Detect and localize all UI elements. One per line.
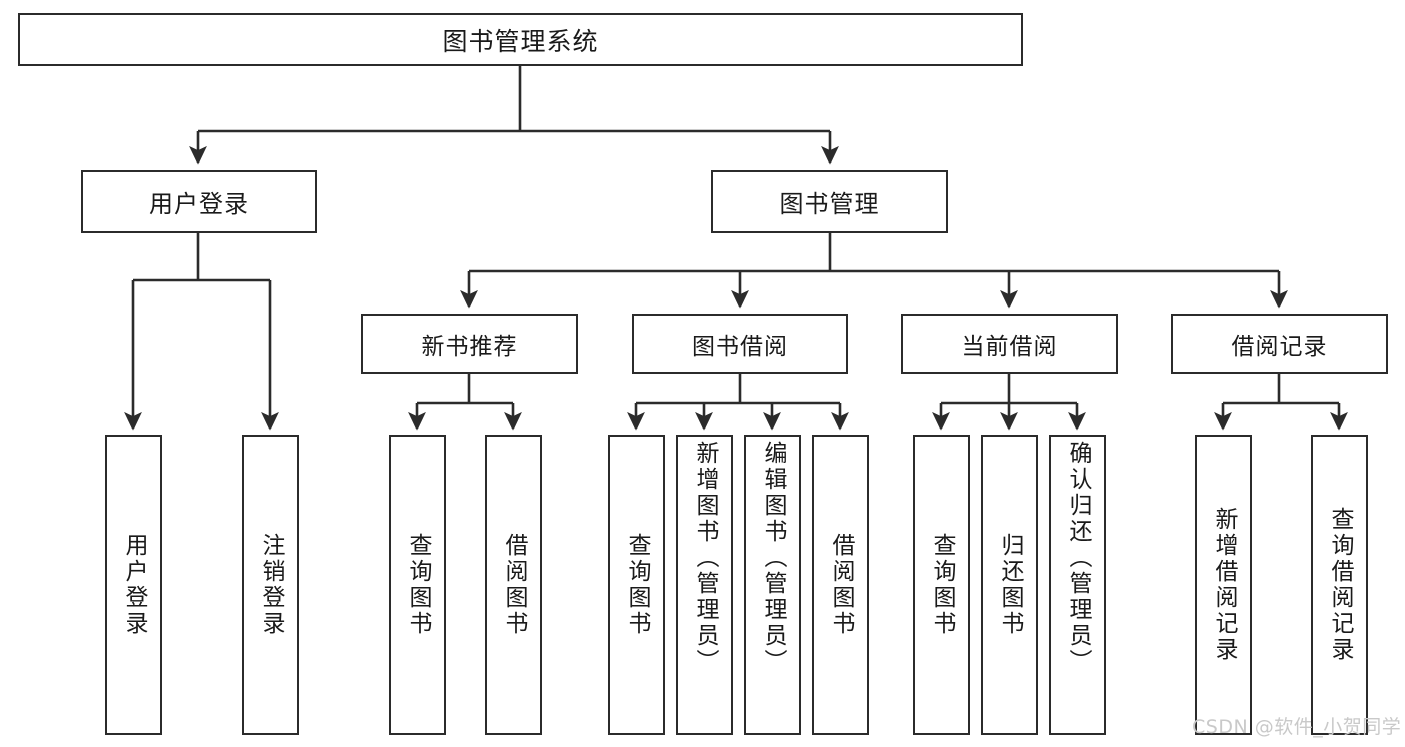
node-leaf-borrow-book[interactable]: 借阅图书 xyxy=(812,435,869,735)
node-label: 查询图书 xyxy=(623,533,650,637)
leaf-text-wrap: 查询借阅记录 xyxy=(1313,437,1366,733)
node-label: 新增图书（管理员） xyxy=(691,441,718,675)
node-label: 用户登录 xyxy=(149,190,249,218)
node-label: 借阅图书 xyxy=(500,533,527,637)
node-root-system[interactable]: 图书管理系统 xyxy=(18,13,1023,66)
node-label: 归还图书 xyxy=(996,533,1023,637)
leaf-text-wrap: 新增图书（管理员） xyxy=(678,437,731,737)
node-label: 查询借阅记录 xyxy=(1326,507,1353,663)
node-label: 图书借阅 xyxy=(692,334,788,360)
node-leaf-borrow-book-recommend[interactable]: 借阅图书 xyxy=(485,435,542,735)
leaf-text-wrap: 借阅图书 xyxy=(487,437,540,733)
node-leaf-confirm-return[interactable]: 确认归还（管理员） xyxy=(1049,435,1106,735)
node-borrow-record[interactable]: 借阅记录 xyxy=(1171,314,1388,374)
node-new-book-recommend[interactable]: 新书推荐 xyxy=(361,314,578,374)
node-book-borrow[interactable]: 图书借阅 xyxy=(632,314,848,374)
node-label: 借阅图书 xyxy=(827,533,854,637)
node-leaf-query-book-current[interactable]: 查询图书 xyxy=(913,435,970,735)
node-leaf-return-book[interactable]: 归还图书 xyxy=(981,435,1038,735)
leaf-text-wrap: 确认归还（管理员） xyxy=(1051,437,1104,737)
node-label: 新书推荐 xyxy=(421,334,518,360)
leaf-text-wrap: 查询图书 xyxy=(610,437,663,733)
leaf-text-wrap: 用户登录 xyxy=(107,437,160,733)
node-label: 借阅记录 xyxy=(1231,334,1328,360)
node-label: 查询图书 xyxy=(928,533,955,637)
leaf-text-wrap: 借阅图书 xyxy=(814,437,867,733)
leaf-text-wrap: 查询图书 xyxy=(391,437,444,733)
node-label: 编辑图书（管理员） xyxy=(759,441,786,675)
node-leaf-user-login[interactable]: 用户登录 xyxy=(105,435,162,735)
leaf-text-wrap: 编辑图书（管理员） xyxy=(746,437,799,737)
node-leaf-query-borrow-record[interactable]: 查询借阅记录 xyxy=(1311,435,1368,735)
node-leaf-user-logout[interactable]: 注销登录 xyxy=(242,435,299,735)
node-label: 查询图书 xyxy=(404,533,431,637)
node-book-manage[interactable]: 图书管理 xyxy=(711,170,948,233)
node-leaf-add-borrow-record[interactable]: 新增借阅记录 xyxy=(1195,435,1252,735)
node-leaf-query-book-borrow[interactable]: 查询图书 xyxy=(608,435,665,735)
leaf-text-wrap: 归还图书 xyxy=(983,437,1036,733)
node-label: 当前借阅 xyxy=(961,334,1058,360)
node-current-borrow[interactable]: 当前借阅 xyxy=(901,314,1118,374)
node-user-login[interactable]: 用户登录 xyxy=(81,170,317,233)
csdn-watermark: CSDN @软件_小贺同学 xyxy=(1192,716,1402,738)
leaf-text-wrap: 查询图书 xyxy=(915,437,968,733)
node-leaf-add-book[interactable]: 新增图书（管理员） xyxy=(676,435,733,735)
node-label: 用户登录 xyxy=(120,533,147,637)
node-label: 新增借阅记录 xyxy=(1210,507,1237,663)
node-leaf-query-book-recommend[interactable]: 查询图书 xyxy=(389,435,446,735)
node-leaf-edit-book[interactable]: 编辑图书（管理员） xyxy=(744,435,801,735)
node-label: 确认归还（管理员） xyxy=(1064,441,1091,675)
leaf-text-wrap: 注销登录 xyxy=(244,437,297,733)
node-label: 图书管理 xyxy=(779,190,880,218)
leaf-text-wrap: 新增借阅记录 xyxy=(1197,437,1250,733)
node-label: 注销登录 xyxy=(257,533,284,637)
node-label: 图书管理系统 xyxy=(442,26,599,56)
